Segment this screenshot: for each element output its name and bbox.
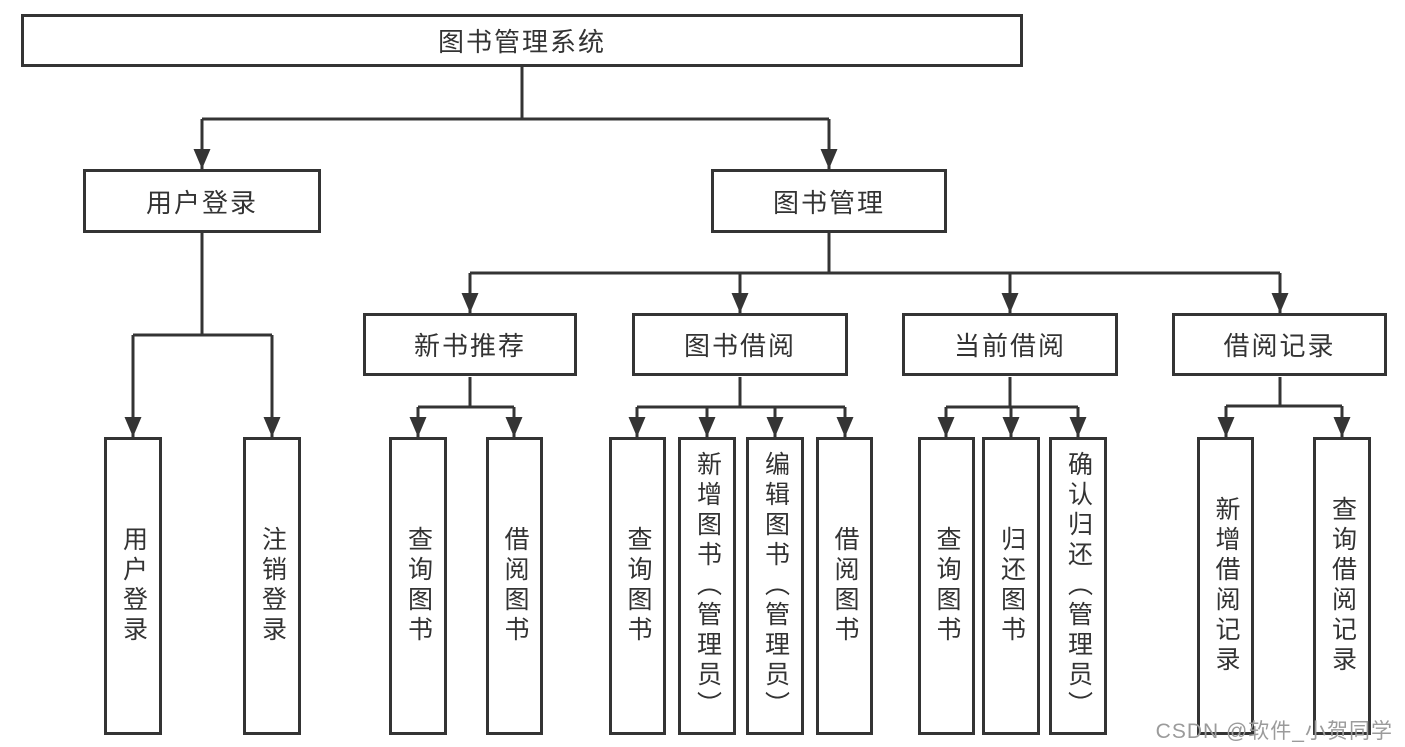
node-leaf-edit-books-admin: 编辑图书（管理员） <box>746 437 804 735</box>
edge-userlogin-to-leaves <box>131 233 274 437</box>
node-leaf-return-books: 归还图书 <box>982 437 1040 735</box>
node-current-borrowing: 当前借阅 <box>902 313 1118 376</box>
node-new-book-recommend: 新书推荐 <box>363 313 577 376</box>
edge-bookborrow-to-leaves <box>635 377 847 437</box>
node-leaf-user-login: 用户登录 <box>104 437 162 735</box>
edge-bookmgmt-to-level3 <box>468 233 1282 313</box>
node-leaf-logout: 注销登录 <box>243 437 301 735</box>
node-book-management: 图书管理 <box>711 169 947 233</box>
edge-borrowrecords-to-leaves <box>1224 377 1344 437</box>
node-leaf-add-borrow-record: 新增借阅记录 <box>1197 437 1254 735</box>
connector-lines <box>131 67 1344 437</box>
node-leaf-add-books-admin: 新增图书（管理员） <box>678 437 736 735</box>
node-borrowing-records: 借阅记录 <box>1172 313 1387 376</box>
node-user-login: 用户登录 <box>83 169 321 233</box>
edge-newbookrec-to-leaves <box>416 377 516 437</box>
node-leaf-query-books-2: 查询图书 <box>609 437 666 735</box>
node-leaf-borrow-books-2: 借阅图书 <box>816 437 873 735</box>
node-root: 图书管理系统 <box>21 14 1023 67</box>
node-leaf-borrow-books-1: 借阅图书 <box>486 437 543 735</box>
node-leaf-query-borrow-record: 查询借阅记录 <box>1313 437 1371 735</box>
node-leaf-confirm-return-admin: 确认归还（管理员） <box>1049 437 1107 735</box>
node-book-borrowing: 图书借阅 <box>632 313 848 376</box>
node-leaf-query-books-1: 查询图书 <box>389 437 447 735</box>
node-leaf-query-books-3: 查询图书 <box>918 437 975 735</box>
csdn-watermark: CSDN @软件_小贺同学 <box>1155 720 1393 743</box>
edge-root-to-level2 <box>200 67 831 169</box>
